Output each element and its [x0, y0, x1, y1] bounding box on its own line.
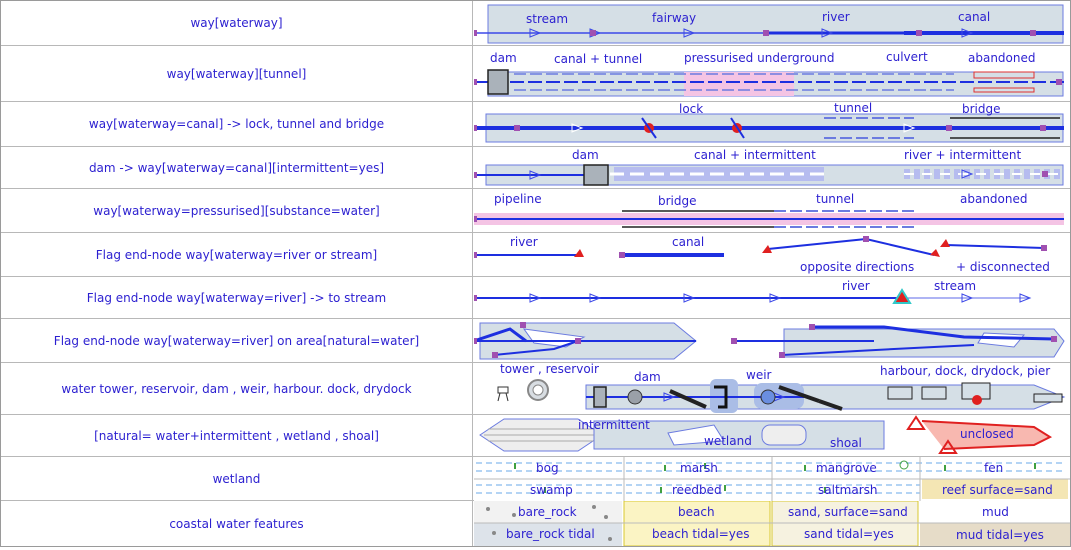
sample-text: reef surface=sand — [942, 483, 1053, 497]
sample-text: swamp — [530, 483, 573, 497]
sample-text: fairway — [652, 11, 696, 25]
sample-text: dam — [572, 148, 599, 162]
sample-text: river — [842, 279, 870, 293]
row-label: coastal water features — [1, 501, 473, 546]
row-label: way[waterway] — [1, 1, 473, 45]
sample-text: abandoned — [968, 51, 1036, 65]
sample-text: dam — [634, 370, 661, 384]
sample-text: tunnel — [834, 102, 872, 115]
sample-text: dam — [490, 51, 517, 65]
row-sample — [471, 319, 1070, 362]
legend-row-river-to-stream: Flag end-node way[waterway=river] -> to … — [1, 277, 1070, 319]
row-sample: stream fairway river canal — [471, 1, 1070, 45]
row-label: Flag end-node way[waterway=river] -> to … — [1, 277, 473, 318]
sample-text: marsh — [680, 461, 718, 475]
legend-row-waterway: way[waterway] stream — [1, 1, 1070, 46]
sample-text: shoal — [830, 436, 862, 450]
sample-text: sand tidal=yes — [804, 527, 894, 541]
legend-row-flag-end-node: Flag end-node way[waterway=river or stre… — [1, 233, 1070, 277]
sample-text: beach — [678, 505, 715, 519]
sample-text: river — [510, 235, 538, 249]
sample-text: bridge — [658, 194, 697, 208]
sample-text: river + intermittent — [904, 148, 1022, 162]
sample-text: harbour, dock, drydock, pier — [880, 364, 1050, 378]
sample-text: saltmarsh — [818, 483, 877, 497]
row-label: way[waterway=pressurised][substance=wate… — [1, 189, 473, 232]
row-label: [natural= water+intermittent , wetland ,… — [1, 415, 473, 456]
sample-text: unclosed — [960, 427, 1014, 441]
row-label: water tower, reservoir, dam , weir, harb… — [1, 363, 473, 414]
sample-text: abandoned — [960, 192, 1028, 206]
legend-row-lock-tunnel-bridge: way[waterway=canal] -> lock, tunnel and … — [1, 101, 1070, 147]
row-sample: lock tunnel bridge — [471, 101, 1070, 146]
sample-text: tunnel — [816, 192, 854, 206]
legend-row-river-on-water-area: Flag end-node way[waterway=river] on are… — [1, 319, 1070, 363]
sample-text: stream — [526, 12, 568, 26]
row-sample: intermittent wetland shoal unclosed — [474, 415, 1070, 456]
sample-text: bare_rock — [518, 505, 577, 519]
sample-text: culvert — [886, 50, 928, 64]
sample-text: bog — [536, 461, 559, 475]
row-sample: dam canal + tunnel pressurised undergrou… — [471, 46, 1070, 101]
sample-text: intermittent — [578, 418, 650, 432]
sample-text: opposite directions — [800, 260, 914, 274]
legend-row-wetland: wetland — [1, 457, 1070, 501]
legend-row-pressurised: way[waterway=pressurised][substance=wate… — [1, 189, 1070, 233]
row-sample: bog marsh mangrove fen swamp reedbed sal… — [474, 457, 1070, 501]
row-label: way[waterway=canal] -> lock, tunnel and … — [1, 102, 473, 146]
sample-text: lock — [679, 102, 703, 116]
legend-row-water-features: water tower, reservoir, dam , weir, harb… — [1, 362, 1070, 415]
sample-text: bare_rock tidal — [506, 527, 595, 541]
row-label: Flag end-node way[waterway=river or stre… — [1, 233, 473, 276]
sample-text: canal — [958, 10, 990, 24]
legend-row-natural-water: [natural= water+intermittent , wetland ,… — [1, 415, 1070, 457]
sample-text: beach tidal=yes — [652, 527, 750, 541]
sample-text: canal + intermittent — [694, 148, 816, 162]
sample-text: wetland — [704, 434, 752, 448]
row-sample: tower , reservoir dam weir harbour, dock… — [474, 362, 1070, 414]
sample-text: + disconnected — [956, 260, 1050, 274]
row-sample: pipeline bridge tunnel abandoned — [471, 189, 1070, 232]
row-label: dam -> way[waterway=canal][intermittent=… — [1, 147, 473, 188]
sample-text: stream — [934, 279, 976, 293]
sample-text: pressurised underground — [684, 51, 835, 65]
sample-text: reedbed — [672, 483, 722, 497]
row-label: Flag end-node way[waterway=river] on are… — [1, 319, 473, 362]
legend-row-tunnel: way[waterway][tunnel] dam canal + tunnel… — [1, 46, 1070, 102]
row-sample: dam canal + intermittent river + intermi… — [471, 147, 1070, 188]
row-sample: river stream — [471, 277, 1070, 318]
row-sample: river canal opposite directions + discon… — [471, 233, 1070, 276]
sample-text: sand, surface=sand — [788, 505, 908, 519]
row-label: wetland — [1, 457, 473, 500]
sample-text: pipeline — [494, 192, 542, 206]
sample-text: tower , reservoir — [500, 363, 599, 376]
row-sample: bare_rock beach sand, surface=sand mud b… — [474, 500, 1070, 547]
sample-text: fen — [984, 461, 1003, 475]
legend-row-coastal: coastal water features bare_rock beach — [1, 500, 1070, 547]
row-label: way[waterway][tunnel] — [1, 46, 473, 101]
sample-text: mud — [982, 505, 1009, 519]
legend-row-dam-intermittent: dam -> way[waterway=canal][intermittent=… — [1, 147, 1070, 189]
sample-text: river — [822, 10, 850, 24]
sample-text: weir — [746, 368, 772, 382]
sample-text: bridge — [962, 102, 1001, 116]
sample-text: mangrove — [816, 461, 877, 475]
sample-text: canal + tunnel — [554, 52, 642, 66]
sample-text: mud tidal=yes — [956, 528, 1044, 542]
sample-text: canal — [672, 235, 704, 249]
